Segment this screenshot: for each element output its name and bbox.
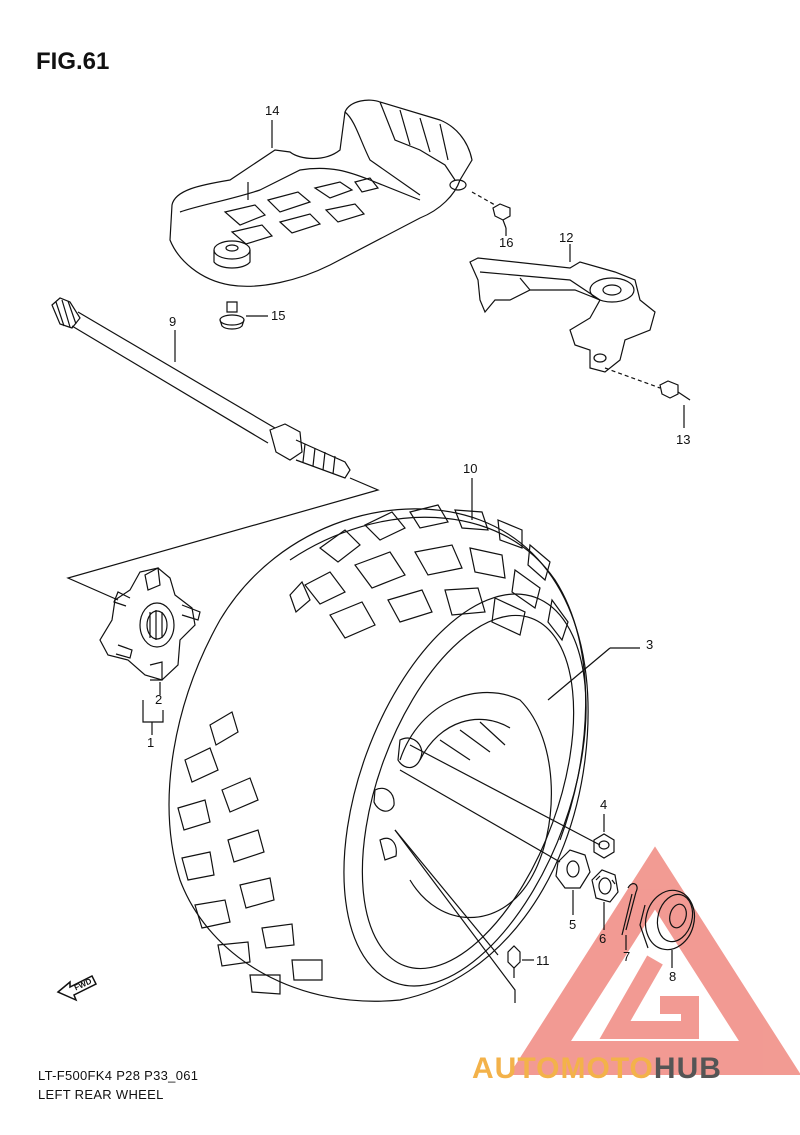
callout-4: 4 bbox=[600, 797, 608, 812]
bolt-16 bbox=[471, 191, 511, 229]
castle-nut-6 bbox=[591, 869, 619, 930]
guide-line-valve bbox=[394, 829, 516, 1003]
callout-6: 6 bbox=[599, 931, 607, 946]
grommet-15 bbox=[219, 301, 268, 330]
callout-7: 7 bbox=[623, 949, 631, 964]
callout-12: 12 bbox=[559, 230, 574, 245]
guide-line-valve-2 bbox=[394, 829, 499, 956]
callout-11: 11 bbox=[536, 953, 550, 968]
watermark-text-part1: AUTOMOTO bbox=[472, 1052, 654, 1085]
tire-part bbox=[168, 478, 589, 1002]
callout-13: 13 bbox=[676, 432, 691, 447]
cotter-pin-7 bbox=[621, 883, 638, 950]
watermark-text-part2: HUB bbox=[653, 1052, 722, 1085]
fwd-arrow bbox=[56, 974, 98, 1002]
bracket-part bbox=[469, 244, 656, 373]
watermark-logo bbox=[508, 846, 800, 1075]
rim-part bbox=[343, 593, 640, 987]
bolt-13 bbox=[604, 367, 691, 428]
callout-15: 15 bbox=[271, 308, 286, 323]
callout-2: 2 bbox=[155, 692, 163, 707]
guide-line-nut bbox=[409, 744, 601, 846]
washer-5 bbox=[555, 849, 591, 915]
callout-14: 14 bbox=[265, 103, 280, 118]
nut-4 bbox=[593, 814, 615, 859]
callout-8: 8 bbox=[669, 969, 677, 984]
model-code: LT-F500FK4 P28 P33_061 bbox=[38, 1068, 199, 1083]
callout-3: 3 bbox=[646, 637, 654, 652]
watermark-text: AUTOMOTOHUB bbox=[472, 1052, 722, 1086]
figure-caption: LEFT REAR WHEEL bbox=[38, 1087, 164, 1102]
hub-part bbox=[99, 567, 201, 735]
hub-cap-8 bbox=[639, 889, 696, 968]
axle-shaft-part bbox=[51, 297, 351, 479]
guide-line-washer bbox=[399, 769, 561, 863]
figure-title: FIG.61 bbox=[36, 48, 110, 75]
callout-10: 10 bbox=[463, 461, 478, 476]
callout-16: 16 bbox=[499, 235, 514, 250]
callout-9: 9 bbox=[169, 314, 177, 329]
skid-plate-part bbox=[169, 99, 473, 287]
assembly-guide-line bbox=[66, 477, 380, 601]
callout-1: 1 bbox=[147, 735, 155, 750]
valve-11 bbox=[507, 945, 534, 978]
callout-5: 5 bbox=[569, 917, 577, 932]
